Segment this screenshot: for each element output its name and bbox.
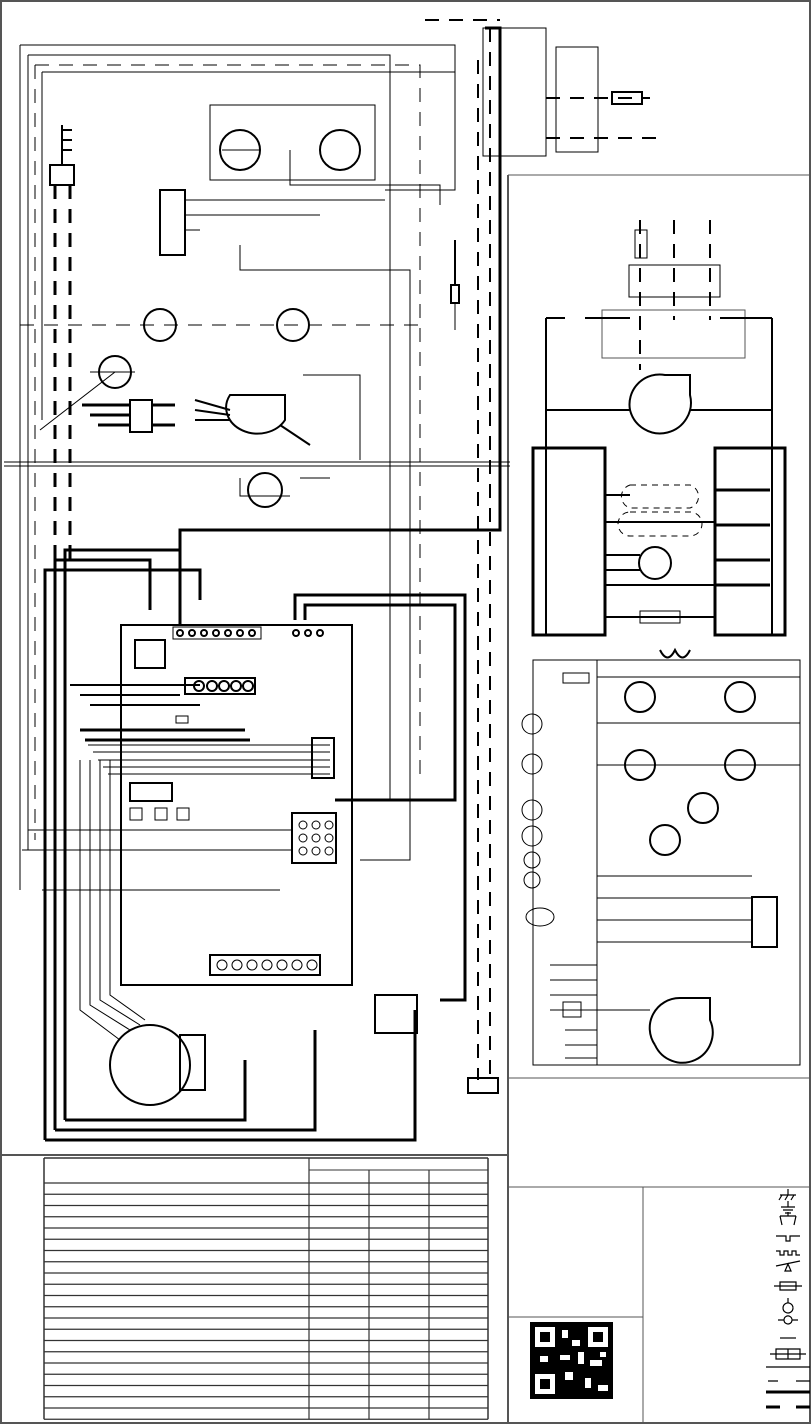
- disconnect-box: [555, 46, 599, 153]
- main-harness-connector: [291, 812, 337, 864]
- chassis-ground-icon: [778, 1189, 796, 1201]
- thermostat-terminal-strip: [172, 626, 262, 640]
- control-block-right: [713, 446, 787, 637]
- control-block-left: [531, 446, 607, 637]
- junction-icon: [778, 1315, 798, 1325]
- pressure-switch-icon: [775, 1260, 801, 1272]
- plug-housing: [601, 309, 746, 359]
- fuse-icon: [774, 1281, 802, 1291]
- transformer: [129, 399, 153, 433]
- heating-element-icon: [776, 1250, 800, 1256]
- diode-symbol: [562, 1001, 582, 1018]
- control-board: [120, 624, 353, 986]
- plug-connector-icon: [779, 1212, 797, 1226]
- ladder-schematic: [521, 220, 801, 1399]
- gas-valve: [159, 189, 186, 256]
- connection-diagram: [19, 19, 660, 1142]
- wire-table: [43, 1157, 489, 1420]
- status-led-display: [129, 782, 173, 802]
- low-voltage-ladder: [532, 659, 801, 1066]
- pressure-switch: [247, 472, 283, 508]
- switch-housing: [482, 27, 547, 157]
- line-terminal-strip: [209, 954, 321, 976]
- rollout-switch-2: [319, 129, 361, 171]
- terminal-icon: [782, 1298, 794, 1314]
- terminal-block: [751, 896, 778, 948]
- earth-ground-icon: [781, 1201, 795, 1214]
- blower-motor-schematic: [648, 996, 714, 1064]
- pressure-switch-connector: [311, 737, 335, 779]
- transformer-schematic: [659, 647, 691, 659]
- relay: [374, 994, 418, 1034]
- blower-motor: [109, 1024, 191, 1106]
- inducer-motor: [225, 394, 286, 435]
- qr-code: [530, 1322, 613, 1399]
- door-switch: [49, 164, 75, 186]
- inline-fuse: [611, 91, 643, 105]
- fuse-holder: [134, 639, 166, 669]
- thermal-switch-icon: [776, 1235, 800, 1242]
- inline-connector-icon: [770, 1348, 806, 1360]
- inducer-schematic: [628, 373, 692, 435]
- symbol-legend: [766, 1189, 810, 1409]
- door-switch-bottom: [467, 1077, 499, 1094]
- blower-schematic: [638, 546, 672, 580]
- rollout-switch-box: [209, 104, 376, 181]
